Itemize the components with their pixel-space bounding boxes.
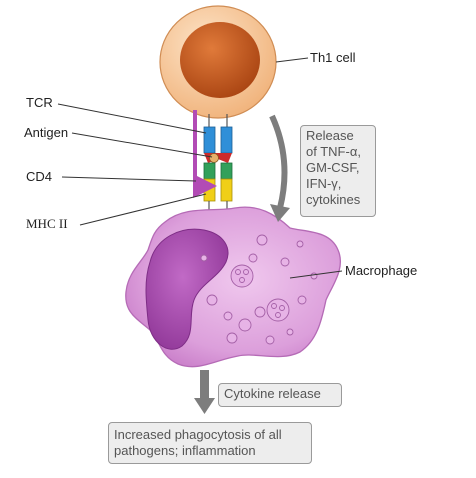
cytokine-release-box: Cytokine release	[218, 383, 342, 407]
leader-lines	[57, 57, 343, 279]
mhc-top-left	[203, 162, 216, 180]
label-mhc: MHC II	[26, 216, 68, 231]
mhc-bottom-right	[220, 178, 233, 202]
release-line-3: GM-CSF,	[306, 160, 360, 175]
receptor-complex	[193, 110, 233, 214]
label-th1-cell: Th1 cell	[310, 50, 356, 65]
outcome-box: Increased phagocytosis of all pathogens;…	[108, 422, 312, 464]
down-arrow-head	[194, 398, 215, 414]
release-box: Release of TNF-α, GM-CSF, IFN-γ, cytokin…	[300, 125, 376, 217]
tcr-chain-right	[220, 126, 233, 154]
cd4-arrow	[193, 110, 217, 198]
th1-cell	[159, 5, 277, 119]
release-line-4: IFN-γ,	[306, 176, 342, 191]
macrophage-nucleus	[145, 228, 229, 350]
release-arrow	[269, 114, 288, 209]
mhc-top-right	[220, 162, 233, 180]
tcr-chain-left	[203, 126, 216, 154]
release-line-5: cytokines	[306, 192, 361, 207]
release-arrow-head	[270, 204, 290, 222]
th1-nucleus	[180, 22, 260, 98]
outcome-line-1: Increased phagocytosis of all	[114, 427, 282, 442]
label-cd4: CD4	[26, 169, 53, 184]
label-macrophage: Macrophage	[345, 263, 418, 278]
release-line-2: of TNF-α,	[306, 144, 361, 159]
outcome-line-2: pathogens; inflammation	[114, 443, 256, 458]
cytokine-release-text: Cytokine release	[224, 386, 321, 401]
label-tcr: TCR	[26, 95, 53, 110]
macrophage-cell	[125, 206, 341, 368]
mhc-bottom-left	[203, 178, 216, 202]
release-line-1: Release	[306, 128, 354, 143]
down-arrow-shaft	[200, 370, 209, 400]
vesicles	[200, 234, 318, 345]
label-antigen: Antigen	[24, 125, 69, 140]
